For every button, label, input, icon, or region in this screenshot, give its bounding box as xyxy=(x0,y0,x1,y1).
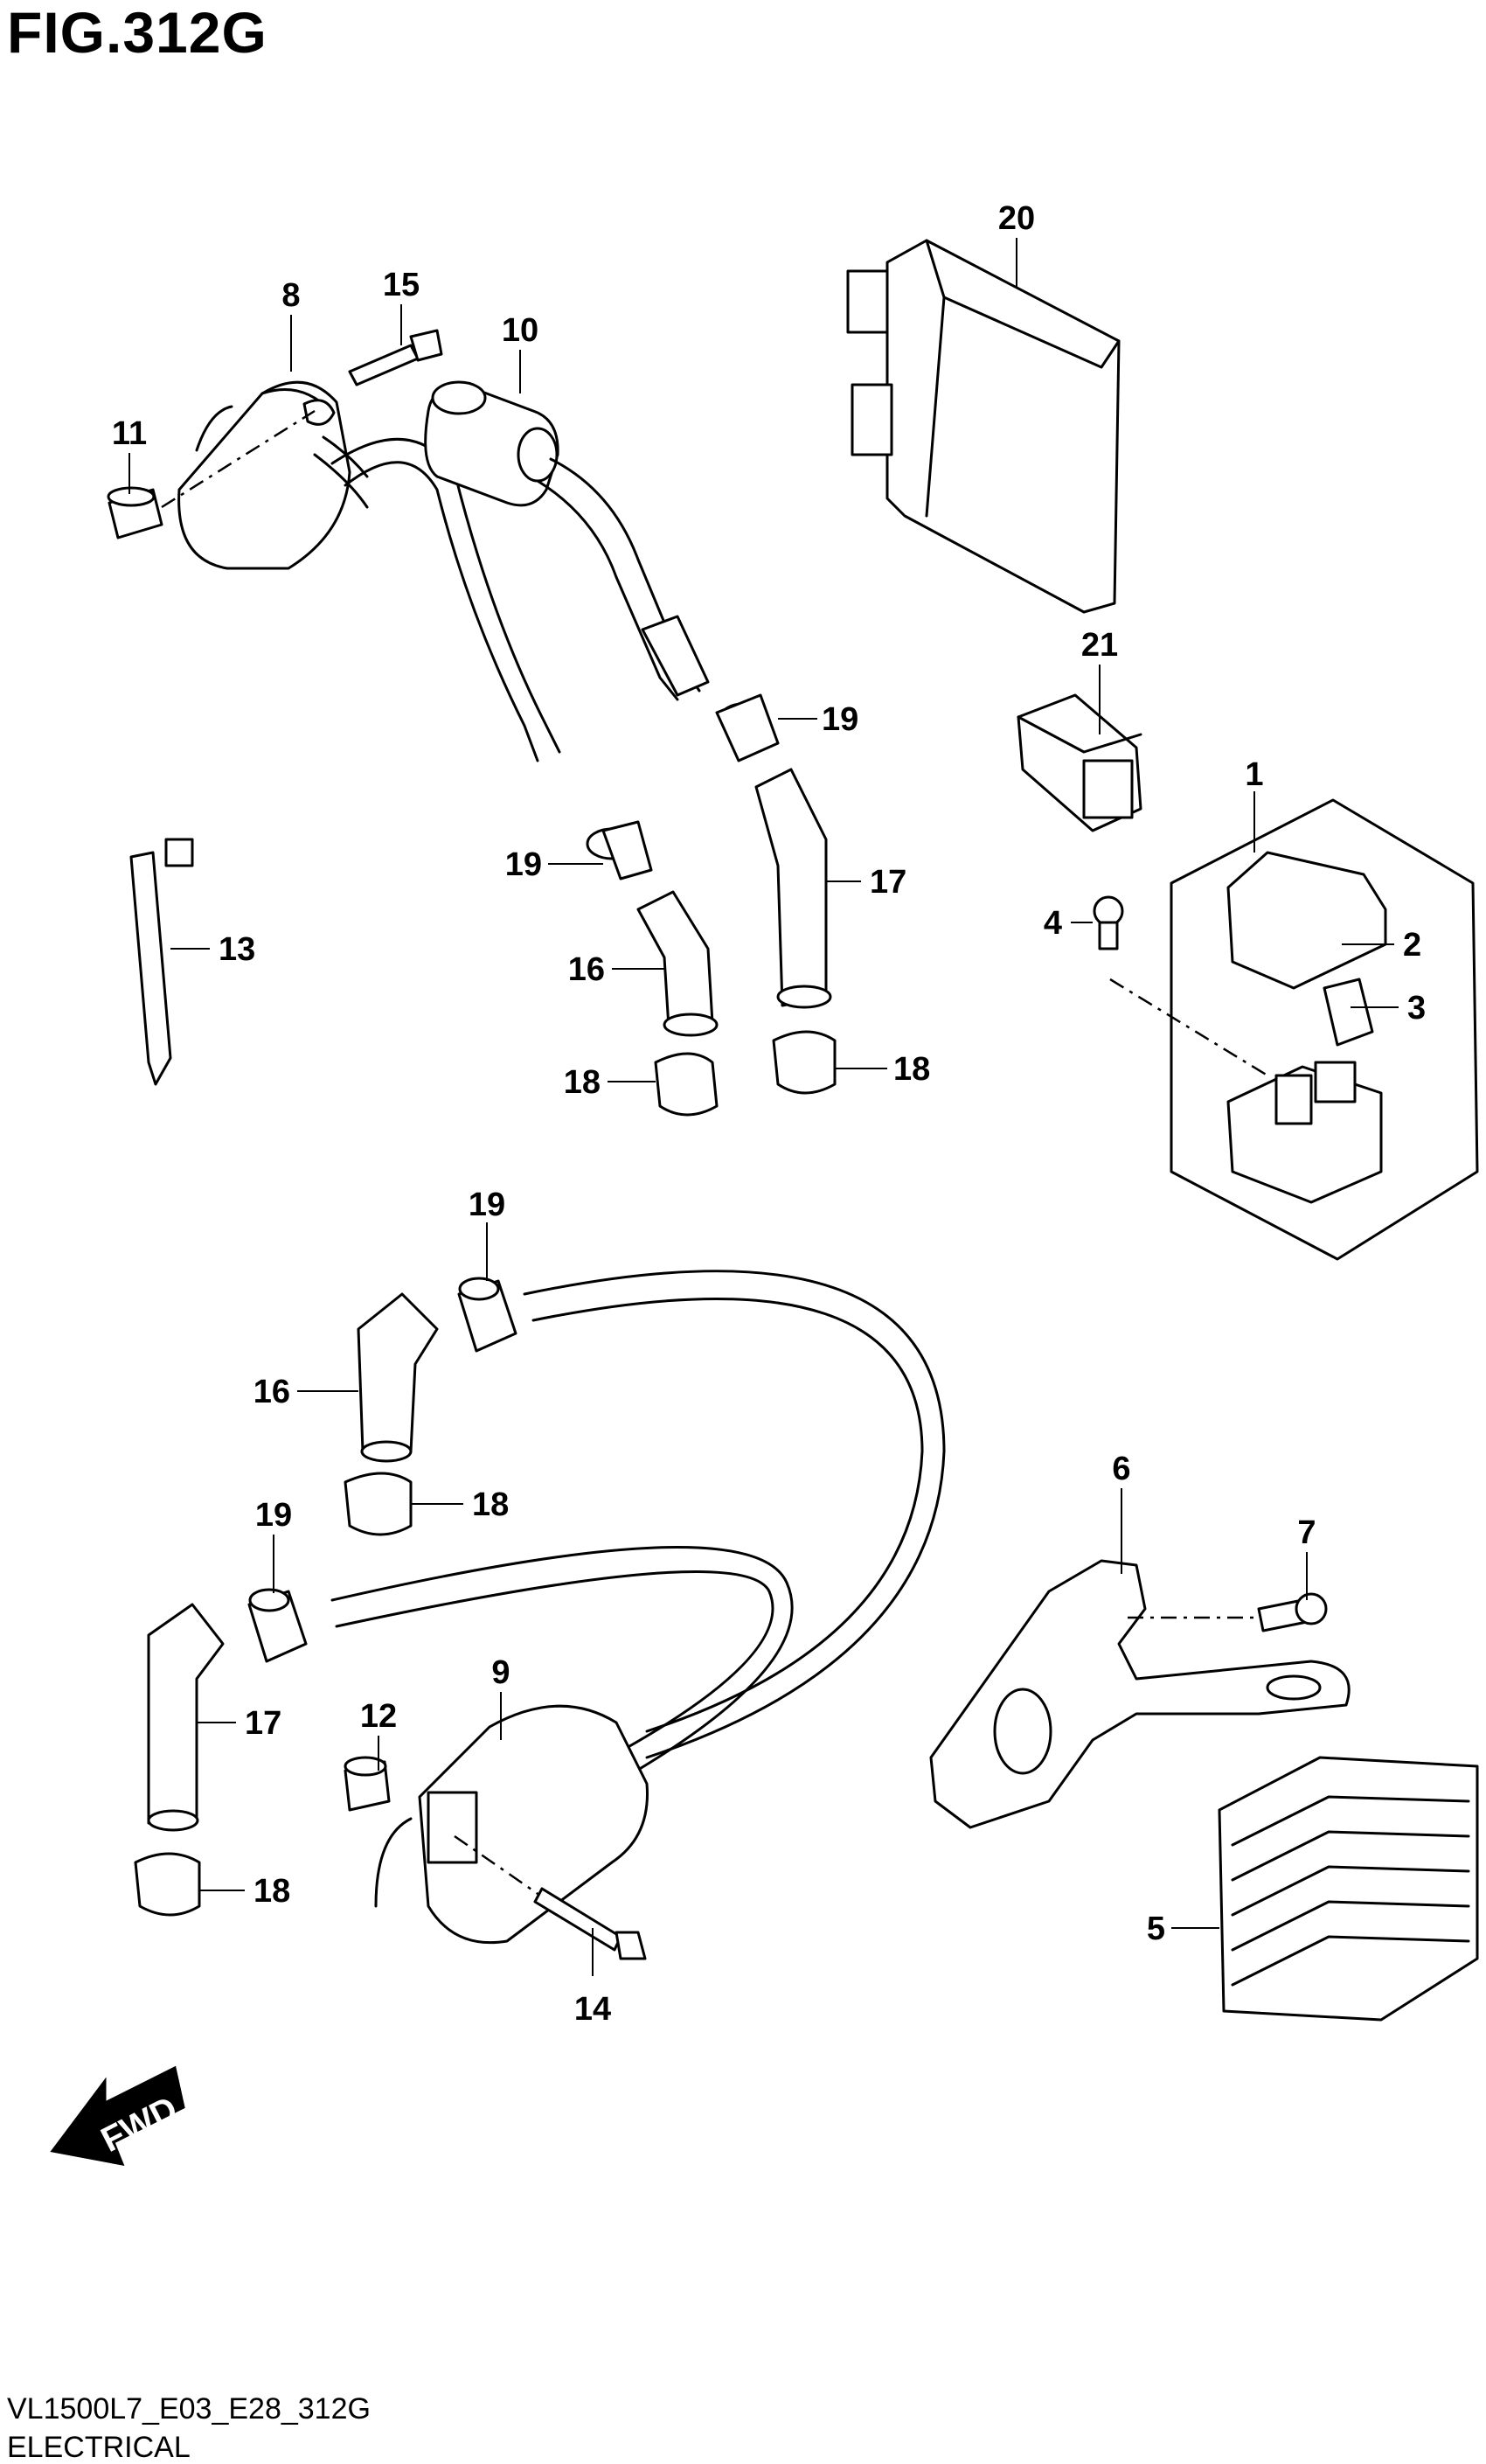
bolt-14 xyxy=(533,1887,647,1960)
callout-18-upper-right: 18 xyxy=(893,1051,930,1088)
bolt-15 xyxy=(348,329,443,386)
figure-title: FIG.312G xyxy=(7,0,267,65)
plug-cap-17-upper xyxy=(754,768,832,1009)
callout-labels: 1 2 3 4 5 6 7 8 9 10 11 12 13 14 15 16 1… xyxy=(112,200,1426,2028)
callout-3: 3 xyxy=(1407,990,1426,1027)
callout-15: 15 xyxy=(383,267,420,303)
plug-cap-16-lower xyxy=(357,1292,439,1463)
callout-11: 11 xyxy=(112,415,147,452)
bracket-6 xyxy=(929,1559,1351,1829)
relay-21 xyxy=(1017,693,1142,832)
callout-2: 2 xyxy=(1403,927,1421,964)
cap-19-lower-top xyxy=(457,1277,517,1353)
callout-5: 5 xyxy=(1147,1911,1165,1947)
callout-16-upper: 16 xyxy=(568,951,605,988)
cap-19-upper-right xyxy=(715,693,780,762)
ignition-coil-10 xyxy=(424,380,559,507)
callout-19-lower-top: 19 xyxy=(469,1187,505,1223)
callout-17-lower: 17 xyxy=(245,1705,281,1742)
section-name: ELECTRICAL xyxy=(7,2431,191,2464)
boot-18-upper-right xyxy=(772,1030,837,1095)
callout-18-upper-left: 18 xyxy=(564,1064,601,1101)
leader-lines xyxy=(128,238,1399,1976)
callout-13: 13 xyxy=(219,931,255,968)
callout-18-lower-bottom: 18 xyxy=(253,1873,290,1910)
boot-18-lower-bottom xyxy=(134,1852,201,1917)
plug-cap-16-upper xyxy=(636,890,719,1037)
callout-12: 12 xyxy=(360,1698,397,1735)
model-code: VL1500L7_E03_E28_312G xyxy=(7,2392,371,2426)
fwd-arrow: FWD xyxy=(50,2065,185,2166)
callout-4: 4 xyxy=(1044,905,1062,942)
collar-12 xyxy=(344,1756,391,1812)
plug-cap-17-lower xyxy=(147,1603,225,1832)
callout-21: 21 xyxy=(1081,627,1118,664)
callout-19-lower-bottom: 19 xyxy=(255,1497,292,1534)
regulator-rectifier-5 xyxy=(1218,1756,1479,2022)
callout-14: 14 xyxy=(574,1991,611,2028)
cable-tie-13 xyxy=(129,838,194,1086)
boot-18-upper-left xyxy=(654,1052,719,1117)
callout-16-lower: 16 xyxy=(253,1374,290,1410)
callout-19-upper-left: 19 xyxy=(505,846,542,883)
callout-8: 8 xyxy=(281,277,300,314)
cap-19-upper-left xyxy=(586,820,653,880)
callout-7: 7 xyxy=(1297,1514,1316,1551)
callout-18-lower-top: 18 xyxy=(472,1486,509,1523)
callout-9: 9 xyxy=(491,1654,510,1691)
callout-6: 6 xyxy=(1112,1451,1130,1487)
cap-19-lower-bottom xyxy=(247,1588,308,1663)
lead-wire-a xyxy=(330,437,561,754)
ignition-coil-9 xyxy=(374,1704,649,1945)
callout-17-upper: 17 xyxy=(870,864,906,901)
callout-10: 10 xyxy=(502,312,538,349)
screw-4 xyxy=(1093,895,1124,950)
callout-1: 1 xyxy=(1245,756,1263,793)
collar-11 xyxy=(107,486,163,539)
ecu-unit-20 xyxy=(846,239,1121,614)
callout-20: 20 xyxy=(998,200,1035,237)
screw-7 xyxy=(1257,1592,1328,1632)
ignition-coil-upper xyxy=(177,380,369,570)
callout-19-upper-right: 19 xyxy=(822,701,858,738)
boot-18-lower-top xyxy=(344,1472,413,1536)
starter-relay-assembly-1 xyxy=(1170,798,1479,1261)
